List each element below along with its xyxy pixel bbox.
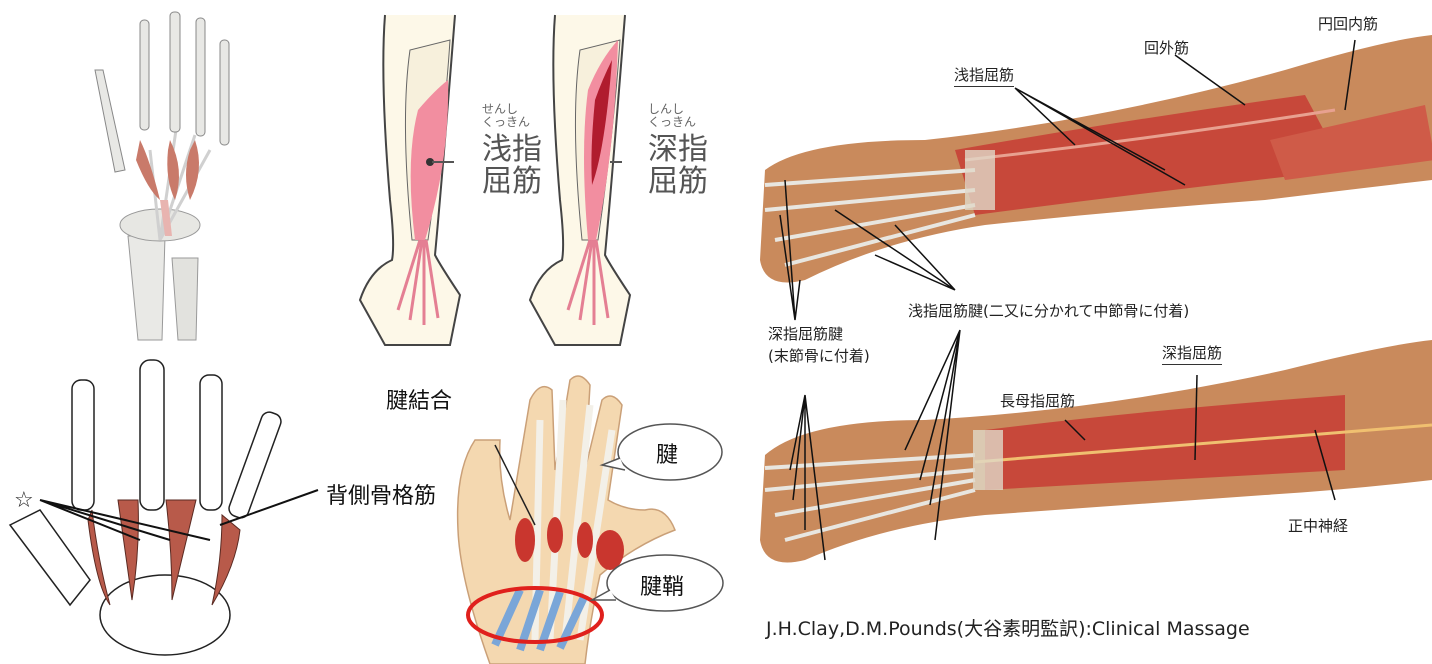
citation: J.H.Clay,D.M.Pounds(大谷素明監訳):Clinical Mas… [766,614,1250,641]
fdp-ruby: しんし くっきん [648,103,696,129]
fds-right-label: 浅指屈筋 [954,64,1014,87]
junctura-tendinum-label: 腱結合 [386,383,452,415]
supinator-label: 回外筋 [1144,37,1189,58]
fds-label-line2: 屈筋 [482,165,542,199]
fdp-label-line2: 屈筋 [648,165,708,199]
fdp-label-line1: 深指 [648,133,708,167]
fds-tendon-label: 浅指屈筋腱(二又に分かれて中節骨に付着) [908,300,1189,321]
median-nerve-label: 正中神経 [1288,515,1348,536]
fdp-tendon-label-line1: 深指屈筋腱 [768,323,843,344]
fdp-right-label: 深指屈筋 [1162,342,1222,365]
fdp-tendon-label-line2: (末節骨に付着) [768,345,870,366]
fds-ruby: せんし くっきん [482,103,530,129]
fds-label-line1: 浅指 [482,133,542,167]
bottom-left-hand-bones [0,350,330,664]
star-marker: ☆ [14,488,34,513]
tendon-bubble-label: 腱 [656,437,678,469]
pronator-teres-label: 円回内筋 [1318,13,1378,34]
tendon-sheath-bubble-label: 腱鞘 [640,569,684,601]
fpl-label: 長母指屈筋 [1000,390,1075,411]
